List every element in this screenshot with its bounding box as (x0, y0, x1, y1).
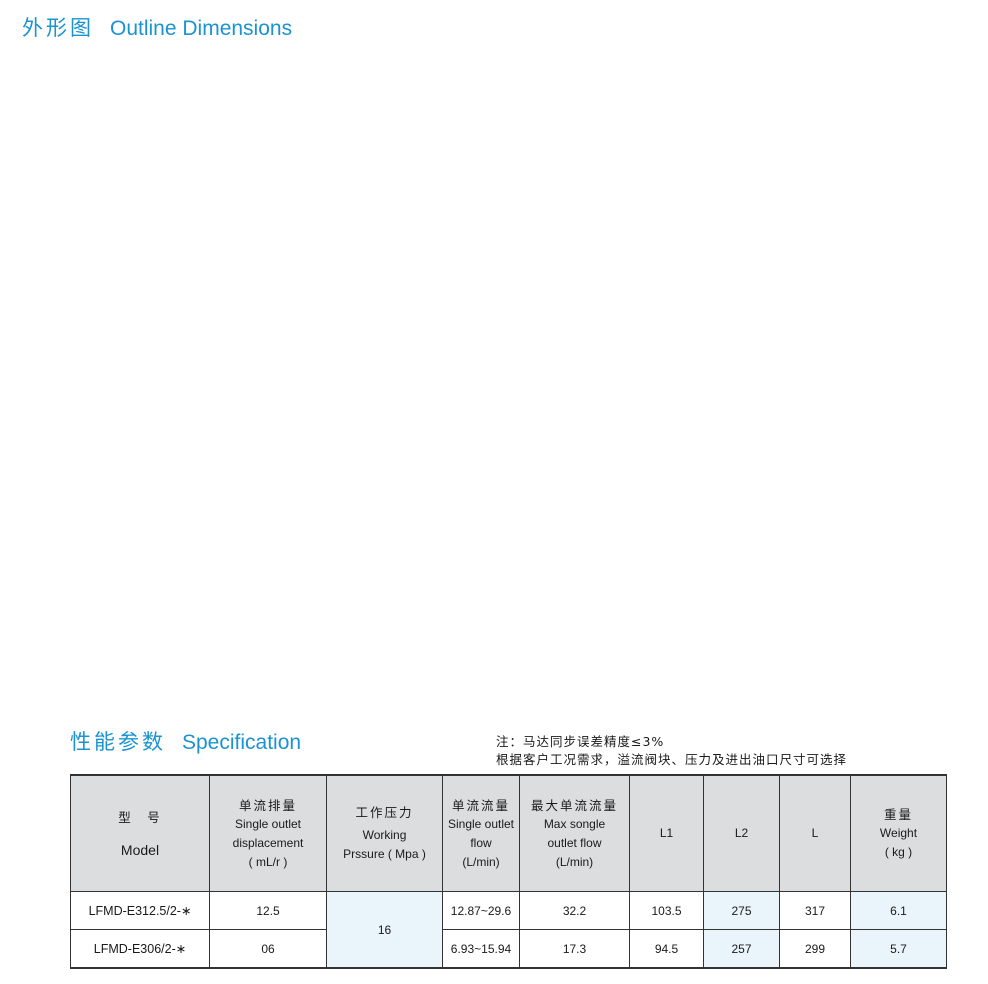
header-weight-en: Weight (879, 826, 918, 840)
header-l1: L1 (629, 774, 704, 892)
header-disp-unit: ( mL/r ) (248, 854, 288, 869)
cell-flow: 12.87~29.6 (442, 891, 520, 930)
cell-working-pressure: 16 (326, 891, 443, 969)
header-flow-unit: (L/min) (462, 854, 500, 869)
cell-model: LFMD-E312.5/2-∗ (70, 891, 210, 930)
cell-l1: 103.5 (629, 891, 704, 930)
header-disp-en2: displacement (232, 835, 304, 850)
header-pressure-en2: Prssure ( Mpa ) (343, 847, 426, 861)
header-displacement: 单流排量 Single outlet displacement ( mL/r ) (209, 774, 327, 892)
header-model-zh: 型 号 (118, 809, 162, 825)
cell-l2: 275 (703, 891, 780, 930)
header-disp-zh: 单流排量 (238, 797, 297, 813)
specification-heading: 性能参数 Specification (70, 726, 301, 756)
header-l: L (779, 774, 851, 892)
spec-title-zh: 性能参数 (70, 730, 166, 754)
header-maxflow-unit: (L/min) (555, 854, 594, 869)
specification-table: 型 号 Model 单流排量 Single outlet displacemen… (70, 774, 947, 969)
header-model-en: Model (120, 841, 160, 858)
table-header-row: 型 号 Model 单流排量 Single outlet displacemen… (70, 774, 947, 892)
header-weight: 重量 Weight ( kg ) (850, 774, 947, 892)
cell-weight: 6.1 (850, 891, 947, 930)
cell-weight: 5.7 (850, 929, 947, 969)
header-max-flow: 最大单流流量 Max songle outlet flow (L/min) (519, 774, 630, 892)
header-maxflow-zh: 最大单流流量 (530, 797, 618, 813)
table-row: LFMD-E306/2-∗ 06 6.93~15.94 17.3 94.5 25… (70, 929, 947, 969)
header-flow: 单流流量 Single outlet flow (L/min) (442, 774, 520, 892)
outline-title-en: Outline Dimensions (110, 17, 293, 40)
cell-displacement: 06 (209, 929, 327, 969)
header-weight-unit: ( kg ) (884, 845, 913, 859)
header-flow-en2: flow (470, 835, 492, 850)
cell-l2: 257 (703, 929, 780, 969)
header-weight-zh: 重量 (883, 807, 913, 822)
header-pressure-en1: Working (362, 828, 407, 842)
header-maxflow-en1: Max songle (543, 816, 606, 831)
header-maxflow-en2: outlet flow (547, 835, 602, 850)
spec-title-en: Specification (182, 731, 302, 754)
cell-model: LFMD-E306/2-∗ (70, 929, 210, 969)
header-flow-zh: 单流流量 (451, 797, 510, 813)
table-row: LFMD-E312.5/2-∗ 12.5 16 12.87~29.6 32.2 … (70, 891, 947, 969)
cell-l: 317 (779, 891, 851, 930)
header-disp-en1: Single outlet (234, 816, 302, 831)
header-model: 型 号 Model (70, 774, 210, 892)
cell-l: 299 (779, 929, 851, 969)
cell-l1: 94.5 (629, 929, 704, 969)
spec-note-options: 根据客户工况需求，溢流阀块、压力及进出油口尺寸可选择 (496, 752, 848, 767)
spec-note-accuracy: 注：马达同步误差精度≤3% (496, 734, 665, 749)
outline-heading: 外形图 Outline Dimensions (22, 12, 292, 42)
header-pressure: 工作压力 Working Prssure ( Mpa ) (326, 774, 443, 892)
cell-flow: 6.93~15.94 (442, 929, 520, 969)
cell-displacement: 12.5 (209, 891, 327, 930)
cell-max-flow: 32.2 (519, 891, 630, 930)
cell-max-flow: 17.3 (519, 929, 630, 969)
outline-title-zh: 外形图 (22, 16, 94, 40)
header-flow-en1: Single outlet (447, 816, 515, 831)
header-l2: L2 (703, 774, 780, 892)
header-pressure-zh: 工作压力 (355, 805, 414, 820)
